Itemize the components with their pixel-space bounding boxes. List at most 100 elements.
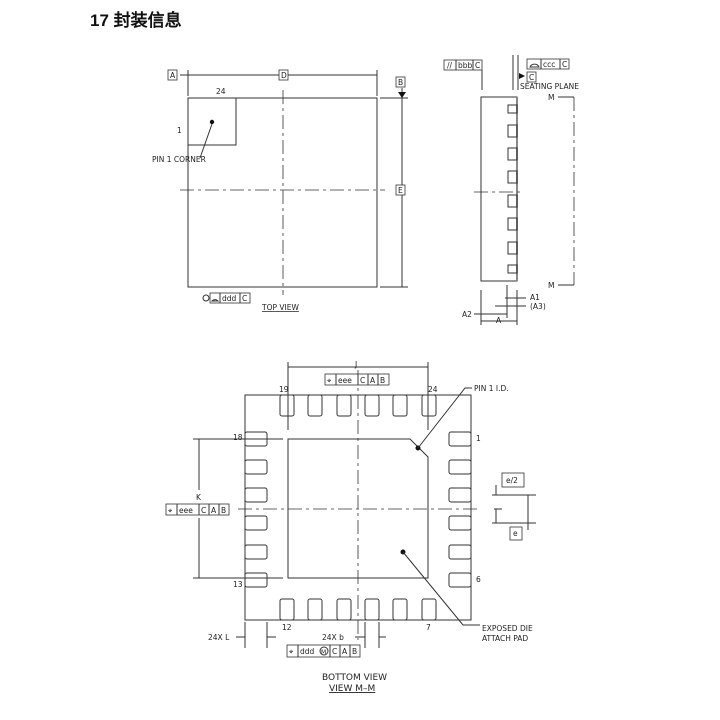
svg-text:⌖: ⌖ [327, 376, 332, 385]
svg-text:eee: eee [179, 506, 193, 515]
seating-plane-label: SEATING PLANE [520, 82, 579, 91]
pin-pad [421, 394, 437, 417]
pin-pad [244, 544, 268, 560]
pin-pad [336, 394, 352, 417]
pin-pad [307, 598, 323, 621]
dim-a2: A2 [462, 310, 472, 319]
svg-text:B: B [352, 647, 357, 656]
pin-label-24: 24 [216, 87, 226, 96]
svg-text:C: C [360, 376, 365, 385]
side-pads [507, 104, 518, 274]
tol-ddd: ddd [222, 294, 237, 303]
pin1-corner-label: PIN 1 CORNER [152, 155, 206, 164]
pin-label-12: 12 [282, 623, 292, 632]
pin1-id-label: PIN 1 I.D. [474, 384, 509, 393]
tol-ccc-datum: C [562, 60, 567, 69]
dim-24x-b: 24X b [322, 633, 344, 642]
pin-pad [244, 515, 268, 531]
pin-pad [307, 394, 323, 417]
svg-text:B: B [221, 506, 226, 515]
pin-pad [364, 394, 380, 417]
pin-pad [244, 572, 268, 588]
side-pin [507, 194, 518, 208]
tol-bbb-datum: C [475, 61, 480, 70]
fcf-eee-left: ⌖ eee C A B [165, 503, 230, 516]
pin-pad [244, 459, 268, 475]
pin-pad [336, 598, 352, 621]
pin-label-13: 13 [233, 580, 243, 589]
side-pin [507, 170, 518, 184]
section-m-top: M [548, 93, 554, 102]
tol-ccc: ccc [543, 60, 555, 69]
section-title: 17 封装信息 [90, 11, 182, 30]
datum-a: A [170, 71, 176, 80]
side-pin [507, 124, 518, 138]
dim-a1: A1 [530, 293, 540, 302]
tol-datum-c: C [242, 294, 247, 303]
dim-j: J [354, 360, 357, 369]
fcf-ddd-bottom: ⌖ ddd M C A B [286, 644, 361, 658]
top-view-caption: TOP VIEW [261, 303, 299, 312]
svg-text:ddd: ddd [300, 647, 315, 656]
bottom-view-caption: BOTTOM VIEW [322, 673, 387, 683]
pin-pad [392, 598, 408, 621]
svg-text:C: C [332, 647, 337, 656]
pin-label-1: 1 [177, 126, 182, 135]
pin-label-18: 18 [233, 433, 243, 442]
dim-e: E [398, 186, 403, 195]
svg-text:A: A [342, 647, 348, 656]
pin-label-19: 19 [279, 385, 289, 394]
pin-label-6: 6 [476, 575, 481, 584]
dim-k: K [196, 493, 202, 502]
side-pin [507, 217, 518, 231]
pin-label-7: 7 [426, 623, 431, 632]
pin1-dot [209, 119, 215, 125]
svg-text:C: C [201, 506, 206, 515]
side-view: // bbb C ccc C C SEATING PLANE M M A1 (A… [443, 55, 579, 325]
side-pin [507, 241, 518, 255]
datum-c: C [529, 73, 534, 82]
side-pin [507, 147, 518, 161]
exposed-pad [287, 438, 429, 579]
dim-e-half: e/2 [506, 476, 518, 485]
tol-bbb: bbb [458, 61, 473, 70]
svg-text:⌖: ⌖ [168, 506, 173, 515]
section-m-bottom: M [548, 281, 554, 290]
pin-pad [392, 394, 408, 417]
dim-a3: (A3) [530, 302, 546, 311]
package-body-top [187, 97, 378, 288]
svg-text:eee: eee [338, 376, 352, 385]
pin-pad [448, 572, 472, 588]
exposed-pad-label-1: EXPOSED DIE [482, 624, 533, 633]
svg-text:A: A [370, 376, 376, 385]
dim-24x-l: 24X L [208, 633, 230, 642]
pin-label-1: 1 [476, 434, 481, 443]
pin-pad [279, 394, 295, 417]
exposed-pad-label-2: ATTACH PAD [482, 634, 528, 643]
pin-pad [364, 598, 380, 621]
pin-pad [448, 487, 472, 503]
dim-d: D [281, 71, 287, 80]
svg-text:B: B [380, 376, 385, 385]
pin-pad [448, 431, 472, 447]
dim-e-pitch: e [513, 529, 518, 538]
pin-pad [448, 515, 472, 531]
svg-text:⌖: ⌖ [289, 647, 294, 656]
view-m-m-caption: VIEW M–M [329, 684, 375, 694]
pin-pad [448, 544, 472, 560]
pin-label-24: 24 [428, 385, 438, 394]
svg-text:M: M [321, 649, 326, 656]
pin-pad [244, 487, 268, 503]
pin-pad [279, 598, 295, 621]
side-pin [507, 264, 518, 274]
datum-b: B [398, 78, 403, 87]
top-view: 24 1 PIN 1 CORNER A D B E ddd C TOP VIEW [152, 69, 408, 312]
fcf-eee-top: ⌖ eee C A B [324, 373, 390, 386]
svg-text:A: A [211, 506, 217, 515]
bottom-view: PIN 1 I.D. EXPOSED DIE ATTACH PAD 19 24 … [165, 360, 536, 694]
pin-pads [244, 394, 472, 621]
svg-text://: // [447, 61, 453, 70]
side-pin [507, 104, 518, 114]
pin-pad [421, 598, 437, 621]
